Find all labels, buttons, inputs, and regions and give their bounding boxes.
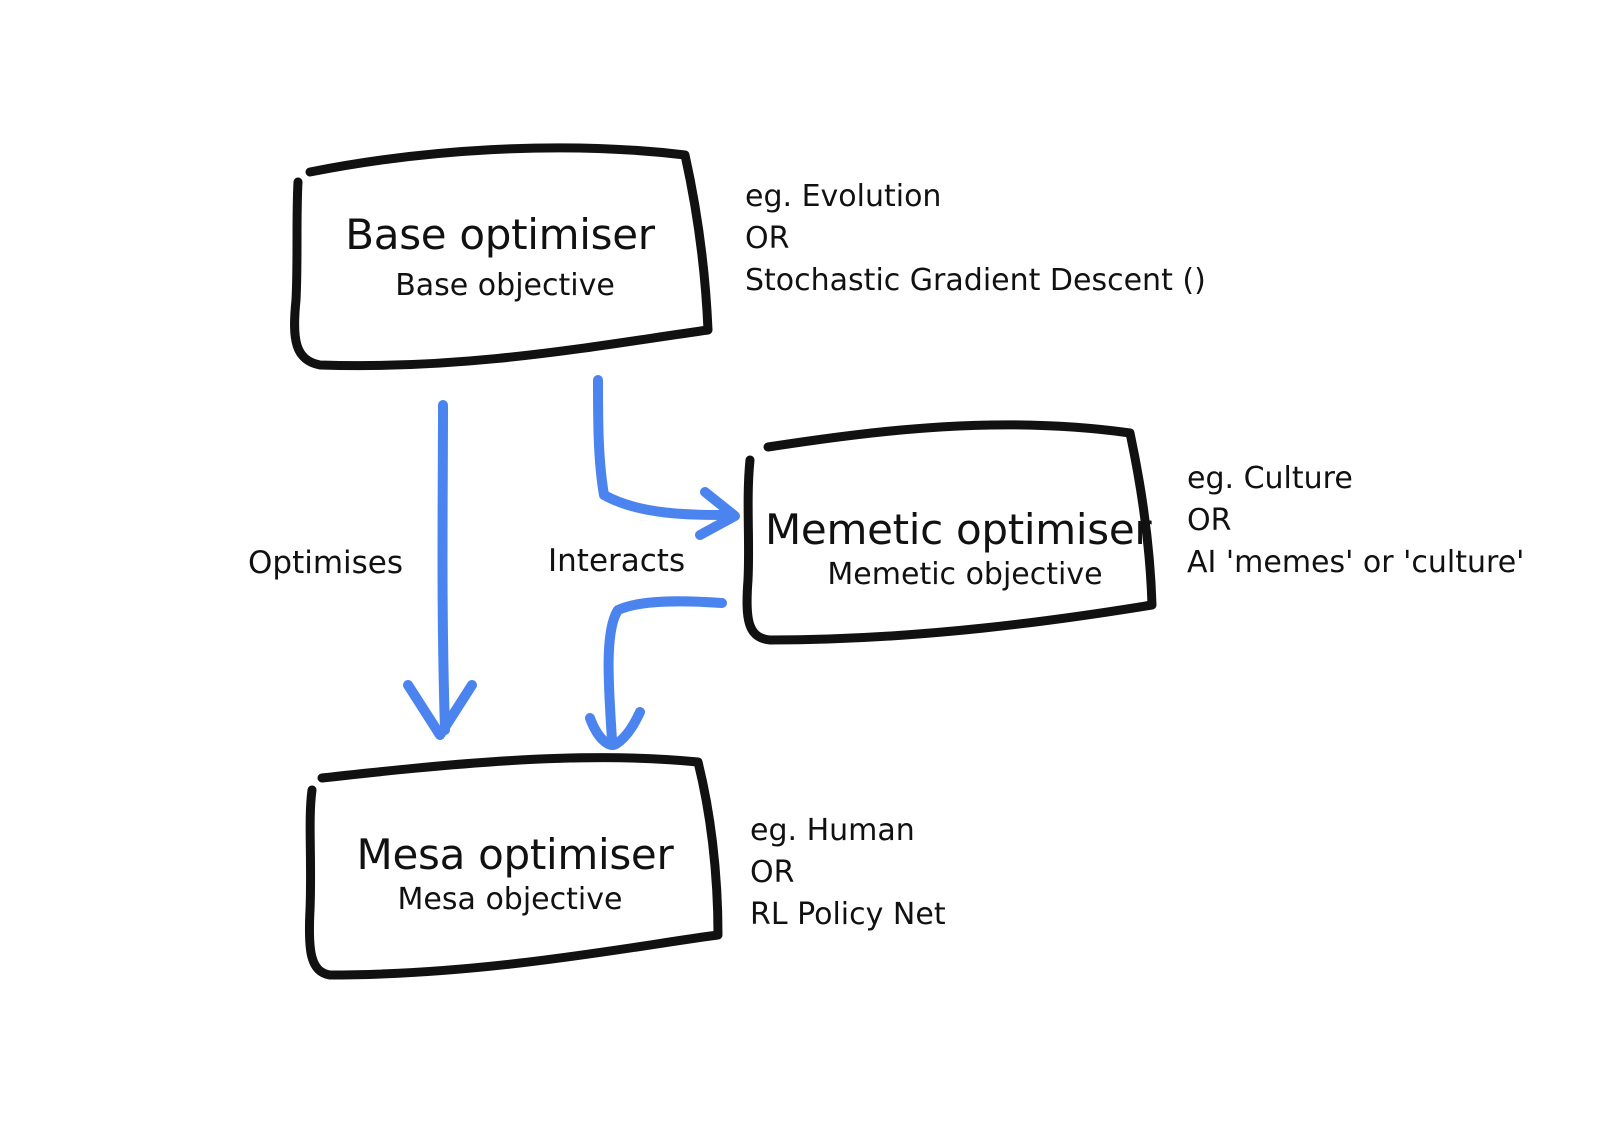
base-example-line: eg. Evolution — [745, 179, 942, 214]
interacts-arrowhead — [695, 487, 740, 540]
mesa-examples: eg. Human OR RL Policy Net — [750, 810, 946, 936]
base-optimiser-box — [290, 143, 713, 371]
mesa-example-line: eg. Human — [750, 813, 915, 848]
base-optimiser-title: Base optimiser — [345, 210, 655, 259]
base-optimiser-subtitle: Base objective — [395, 268, 615, 303]
mesa-example-line: OR — [750, 855, 795, 890]
base-example-line: OR — [745, 221, 790, 256]
mesa-example-line: RL Policy Net — [750, 897, 946, 932]
optimises-arrowhead — [403, 680, 477, 740]
interacts-arrow-shaft — [593, 375, 735, 520]
mesa-optimiser-title: Mesa optimiser — [356, 830, 674, 879]
memetic-to-mesa-arrow-shaft — [603, 596, 727, 745]
memetic-example-line: AI 'memes' or 'culture' — [1187, 545, 1525, 580]
memetic-example-line: eg. Culture — [1187, 461, 1353, 496]
interacts-edge-label: Interacts — [548, 543, 686, 579]
memetic-optimiser-box — [742, 420, 1157, 645]
memetic-optimiser-title: Memetic optimiser — [765, 505, 1152, 554]
memetic-to-mesa-arrowhead — [585, 707, 645, 750]
memetic-optimiser-subtitle: Memetic objective — [827, 557, 1103, 592]
memetic-example-line: OR — [1187, 503, 1232, 538]
mesa-optimiser-box — [304, 753, 723, 980]
optimises-arrow-shaft — [437, 400, 450, 735]
base-example-line: Stochastic Gradient Descent () — [745, 263, 1206, 298]
base-examples: eg. Evolution OR Stochastic Gradient Des… — [745, 176, 1206, 302]
optimises-edge-label: Optimises — [248, 545, 404, 581]
memetic-examples: eg. Culture OR AI 'memes' or 'culture' — [1187, 458, 1524, 584]
mesa-optimiser-subtitle: Mesa objective — [397, 882, 623, 917]
